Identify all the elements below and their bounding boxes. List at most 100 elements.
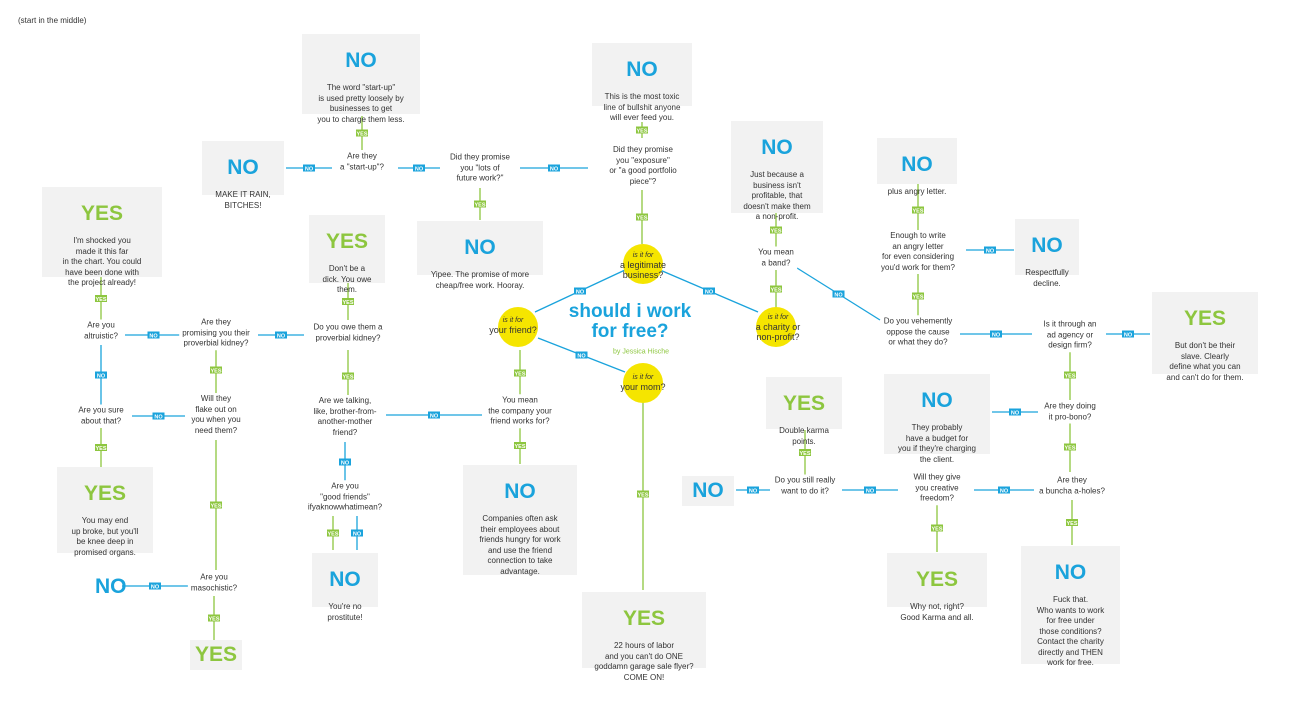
answer-prostitute: NO You're no prostitute! [312, 553, 378, 622]
svg-text:NO: NO [705, 289, 714, 295]
answer-budget-head: NO [921, 388, 953, 412]
svg-text:YES: YES [1064, 445, 1075, 451]
svg-text:NO: NO [992, 332, 1001, 338]
question-band: You mean a band? [755, 246, 797, 270]
answer-angry-letter: NO plus angry letter. [877, 138, 957, 196]
answer-prostitute-text: You're no prostitute! [327, 602, 363, 622]
answer-garage-sale: YES 22 hours of labor and you can't do O… [582, 592, 706, 682]
answer-karma-text: Double karma points. [779, 426, 829, 446]
question-exposure: Did they promise you "exposure" or "a go… [606, 144, 680, 188]
svg-text:NO: NO [866, 488, 875, 494]
answer-companies-text: Companies often ask their employees abou… [479, 514, 561, 576]
answer-toxic-text: This is the most toxic line of bullshit … [603, 92, 681, 122]
circle-charity-top: is it for [767, 314, 789, 321]
no-tag: NO [303, 164, 315, 172]
question-aholes: Are they a buncha a-holes? [1036, 474, 1108, 498]
answer-startup-text: The word "start-up" is used pretty loose… [317, 83, 405, 124]
answer-still-no-head: NO [692, 479, 724, 502]
answer-why-not: YES Why not, right? Good Karma and all. [887, 553, 987, 622]
question-oppose: Do you vehemently oppose the cause or wh… [880, 315, 956, 349]
answer-broke-head: YES [83, 481, 127, 505]
yes-tag: YES [210, 366, 222, 374]
svg-text:YES: YES [636, 128, 647, 134]
answer-prostitute-head: NO [329, 567, 361, 591]
answer-shocked-text: I'm shocked you made it this far in the … [62, 236, 142, 287]
no-tag: NO [149, 582, 161, 590]
svg-text:NO: NO [341, 460, 350, 466]
answer-angry-head: NO [901, 152, 933, 176]
svg-text:NO: NO [576, 289, 585, 295]
answer-startup-head: NO [345, 48, 377, 72]
question-startup: Are they a "start-up"? [337, 150, 387, 174]
question-sure: Are you sure about that? [75, 404, 127, 428]
svg-text:NO: NO [550, 166, 559, 172]
circle-your-mom [623, 363, 663, 403]
answer-nonprofit-text: Just because a business isn't profitable… [743, 170, 811, 221]
chart-title: should i work for free? [568, 301, 692, 342]
svg-text:NO: NO [149, 333, 158, 339]
no-tag: NO [351, 529, 363, 537]
svg-text:YES: YES [95, 446, 106, 452]
answer-toxic: NO This is the most toxic line of bullsh… [592, 43, 692, 122]
no-tag: NO [339, 458, 351, 466]
answer-dick-head: YES [325, 229, 369, 253]
svg-text:NO: NO [353, 531, 362, 537]
yes-tag: YES [342, 372, 354, 380]
no-tag: NO [95, 371, 107, 379]
svg-text:NO: NO [749, 488, 758, 494]
answer-dont-be-slave: YES But don't be their slave. Clearly de… [1152, 292, 1258, 382]
no-tag: NO [147, 331, 160, 339]
answer-decline-head: NO [1031, 233, 1063, 257]
yes-tag: YES [356, 129, 368, 137]
circle-legit-top: is it for [632, 252, 654, 259]
svg-text:NO: NO [154, 414, 163, 420]
answer-whynot-text: Why not, right? Good Karma and all. [900, 602, 974, 622]
answer-nonprofit: NO Just because a business isn't profita… [731, 121, 823, 221]
svg-text:NO: NO [1000, 488, 1009, 494]
svg-text:NO: NO [277, 333, 286, 339]
question-agency: Is it through an ad agency or design fir… [1040, 318, 1100, 352]
answer-nonprofit-head: NO [761, 135, 793, 159]
svg-text:NO: NO [430, 413, 439, 419]
answer-startup: NO The word "start-up" is used pretty lo… [302, 34, 420, 124]
svg-text:YES: YES [931, 526, 942, 532]
answer-whynot-head: YES [915, 567, 959, 591]
answer-yipee-head: NO [464, 235, 496, 259]
question-flake: Will they flake out on you when you need… [188, 393, 244, 437]
question-still-want: Do you still really want to do it? [771, 474, 839, 498]
svg-text:NO: NO [1124, 332, 1133, 338]
answer-karma-head: YES [782, 391, 826, 415]
answer-shocked: YES I'm shocked you made it this far in … [42, 187, 162, 287]
svg-text:NO: NO [415, 166, 424, 172]
svg-text:YES: YES [912, 294, 923, 300]
answer-slave-head: YES [1183, 306, 1227, 330]
no-tag: NO [703, 287, 715, 295]
answer-decline: NO Respectfully decline. [1015, 219, 1079, 288]
no-tag: NO [152, 412, 165, 420]
svg-text:YES: YES [474, 202, 485, 208]
answer-garage-head: YES [622, 606, 666, 630]
answer-decline-text: Respectfully decline. [1025, 268, 1069, 288]
answer-angry-text: plus angry letter. [887, 187, 947, 196]
answer-companies-head: NO [504, 479, 536, 503]
svg-text:YES: YES [770, 287, 781, 293]
svg-text:YES: YES [342, 374, 353, 380]
answer-fuck-text: Fuck that. Who wants to work for free un… [1036, 595, 1105, 667]
yes-tag: YES [342, 298, 354, 306]
svg-text:NO: NO [97, 373, 106, 379]
question-future-work: Did they promise you "lots of future wor… [446, 151, 514, 185]
no-tag: NO [548, 164, 560, 172]
question-brother: Are we talking, like, brother-from- anot… [310, 395, 380, 439]
question-company: You mean the company your friend works f… [485, 394, 555, 428]
yes-tag: YES [208, 614, 220, 622]
circle-friend-text: your friend? [489, 325, 537, 335]
circle-friend-top: is it for [502, 317, 524, 324]
answer-slave-text: But don't be their slave. Clearly define… [1166, 341, 1244, 382]
answer-fuck-head: NO [1054, 560, 1087, 584]
no-tag: NO [574, 287, 586, 295]
circle-legit-text: a legitimate business? [619, 260, 667, 280]
yes-tag: YES [799, 449, 811, 457]
yes-tag: YES [912, 206, 924, 214]
answer-broke-text: You may end up broke, but you'll be knee… [71, 516, 139, 557]
no-tag: NO [864, 486, 876, 494]
